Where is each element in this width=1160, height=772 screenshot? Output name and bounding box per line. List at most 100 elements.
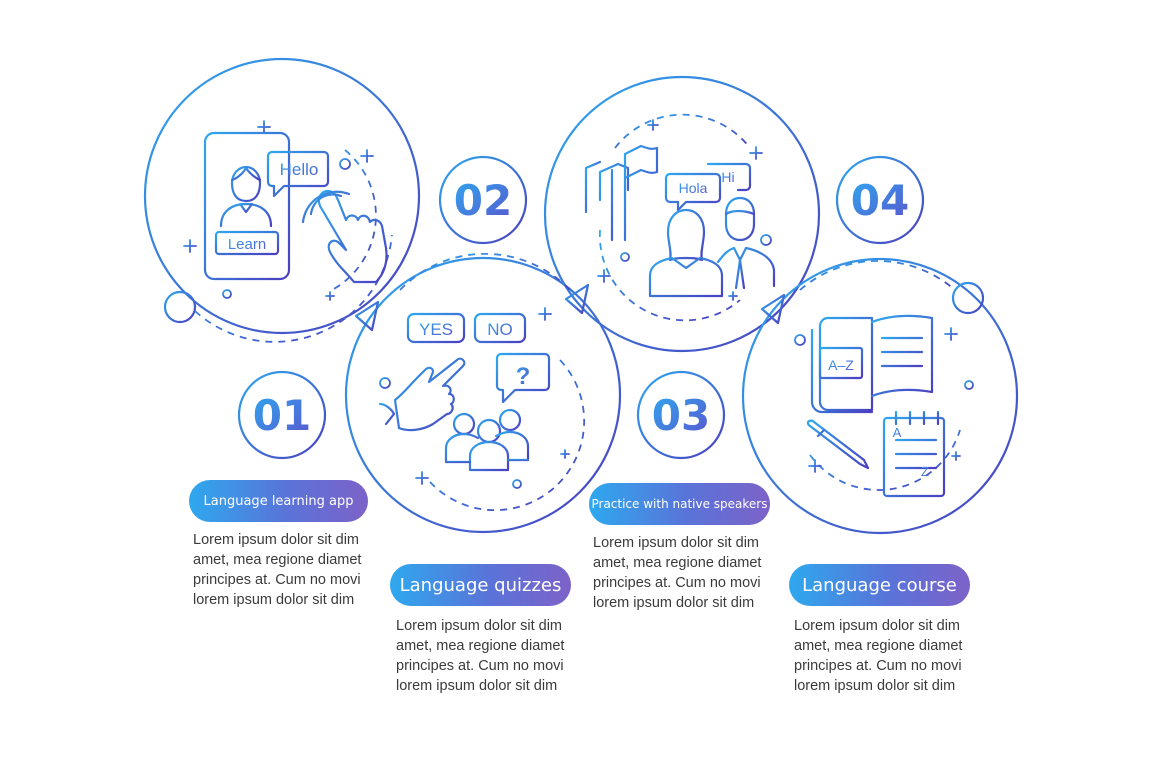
plus-icon xyxy=(560,449,570,459)
pointing-hand-icon xyxy=(378,357,466,432)
hi-bubble-text: Hi xyxy=(721,169,734,185)
notepad-icon xyxy=(882,410,946,498)
plus-icon xyxy=(944,327,958,341)
dot-icon xyxy=(222,289,232,299)
dashed-ring-4 xyxy=(799,260,956,291)
open-book-icon xyxy=(810,314,934,414)
plus-icon xyxy=(728,291,738,301)
woman-icon xyxy=(648,208,724,298)
book-cover-text: A–Z xyxy=(828,357,854,373)
arrow-pointer-3 xyxy=(760,293,786,325)
description-line: amet, mea regione diamet xyxy=(396,638,565,654)
connector-dot-4 xyxy=(951,281,985,315)
plus-icon xyxy=(951,451,961,461)
dashed-ring-3b xyxy=(598,229,741,322)
arrow-pointer-2 xyxy=(564,283,590,315)
question-bubble-icon xyxy=(495,352,551,404)
dot-icon xyxy=(512,479,522,489)
dashed-ring-3 xyxy=(614,113,751,149)
description-line: principes at. Cum no movi xyxy=(396,658,564,674)
yes-box-icon xyxy=(406,312,466,344)
step-1-description: Lorem ipsum dolor sit dim amet, mea regi… xyxy=(193,530,383,610)
language-app-icon xyxy=(203,131,388,284)
description-line: principes at. Cum no movi xyxy=(193,572,361,588)
hi-bubble-icon xyxy=(706,162,752,192)
plus-icon xyxy=(749,146,763,160)
group-of-people-icon xyxy=(444,408,530,472)
notepad-z-text: Z xyxy=(921,464,929,479)
step-2-title: Language quizzes xyxy=(390,564,571,606)
description-line: lorem ipsum dolor sit dim xyxy=(593,595,755,611)
description-line: Lorem ipsum dolor sit dim xyxy=(794,618,960,634)
step-number-4: 04 xyxy=(851,176,909,225)
connector-dot-1 xyxy=(163,290,197,324)
dashed-ring-1 xyxy=(194,234,393,343)
step-2-description: Lorem ipsum dolor sit dim amet, mea regi… xyxy=(396,616,586,696)
description-line: lorem ipsum dolor sit dim xyxy=(193,592,355,608)
number-circle-1 xyxy=(237,370,327,460)
plus-icon xyxy=(415,471,429,485)
circle-step-1 xyxy=(143,57,421,335)
hello-bubble-text: Hello xyxy=(280,160,319,179)
plus-icon xyxy=(360,149,374,163)
step-4-title: Language course xyxy=(789,564,970,606)
description-line: principes at. Cum no movi xyxy=(794,658,962,674)
plus-icon xyxy=(257,120,271,134)
tap-hand-icon xyxy=(301,189,388,284)
man-icon xyxy=(716,196,776,290)
dot-icon xyxy=(964,380,974,390)
description-line: amet, mea regione diamet xyxy=(794,638,963,654)
plus-icon xyxy=(808,459,822,473)
hola-bubble-text: Hola xyxy=(679,180,708,196)
person-icon xyxy=(219,165,273,228)
dot-icon xyxy=(794,334,806,346)
number-circle-3 xyxy=(636,370,726,460)
description-line: principes at. Cum no movi xyxy=(593,575,761,591)
learn-button-icon xyxy=(214,230,280,256)
step-number-1: 01 xyxy=(253,391,311,440)
speech-bubble-icon xyxy=(266,150,330,198)
dot-icon xyxy=(620,252,630,262)
pencil-icon xyxy=(806,419,870,470)
dot-icon xyxy=(760,234,772,246)
language-quiz-icon xyxy=(378,312,551,472)
description-line: lorem ipsum dolor sit dim xyxy=(794,678,956,694)
description-line: amet, mea regione diamet xyxy=(593,555,762,571)
no-text: NO xyxy=(487,320,513,339)
question-mark-text: ? xyxy=(516,363,531,390)
yes-text: YES xyxy=(419,320,453,339)
plus-icon xyxy=(538,307,552,321)
phone-icon xyxy=(203,131,291,281)
description-line: Lorem ipsum dolor sit dim xyxy=(593,535,759,551)
plus-icon xyxy=(183,239,197,253)
dot-icon xyxy=(379,377,391,389)
notepad-a-text: A xyxy=(893,425,902,440)
dashed-ring-4b xyxy=(809,429,961,491)
arrow-pointer-1 xyxy=(354,300,380,332)
language-course-icon xyxy=(806,314,946,498)
description-line: amet, mea regione diamet xyxy=(193,552,362,568)
no-box-icon xyxy=(473,312,527,344)
number-circle-2 xyxy=(438,155,528,245)
dashed-ring-2b xyxy=(429,359,585,511)
plus-icon xyxy=(325,291,335,301)
circle-step-3 xyxy=(543,75,821,353)
circle-step-2 xyxy=(344,256,622,534)
step-4-description: Lorem ipsum dolor sit dim amet, mea regi… xyxy=(794,616,984,696)
step-number-2: 02 xyxy=(454,176,512,225)
step-3-description: Lorem ipsum dolor sit dim amet, mea regi… xyxy=(593,533,783,613)
description-line: Lorem ipsum dolor sit dim xyxy=(193,532,359,548)
number-circle-4 xyxy=(835,155,925,245)
dashed-ring-1b xyxy=(331,149,377,291)
step-3-title: Practice with native speakers xyxy=(589,483,770,525)
plus-icon xyxy=(597,269,611,283)
native-speakers-icon xyxy=(584,144,776,298)
circle-step-4 xyxy=(741,257,1019,535)
description-line: lorem ipsum dolor sit dim xyxy=(396,678,558,694)
learn-button-text: Learn xyxy=(228,236,266,253)
hola-bubble-icon xyxy=(664,172,722,212)
plus-icon xyxy=(647,119,659,131)
description-line: Lorem ipsum dolor sit dim xyxy=(396,618,562,634)
step-1-title: Language learning app xyxy=(189,480,368,522)
